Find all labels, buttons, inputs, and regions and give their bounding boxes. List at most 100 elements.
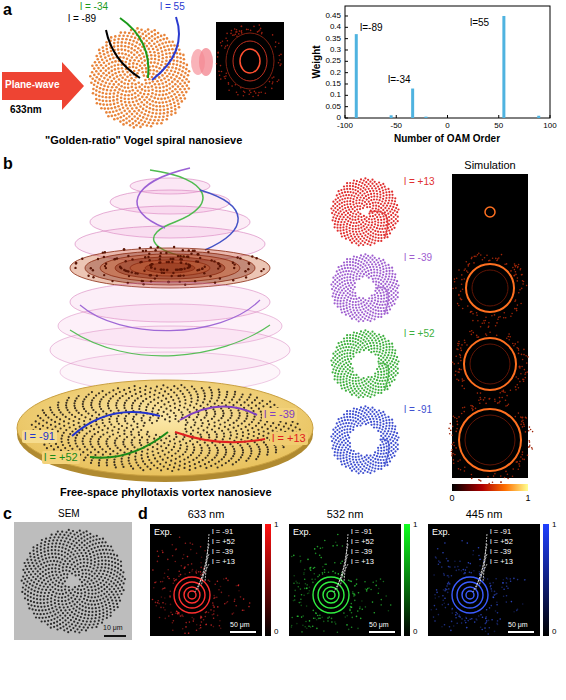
nanohole (141, 71, 144, 74)
nanohole (117, 400, 119, 402)
nanohole (120, 100, 123, 103)
nanohole (214, 403, 216, 405)
nanohole (161, 400, 163, 402)
nanohole (373, 195, 375, 197)
nanohole (166, 45, 169, 48)
nanohole (142, 33, 145, 36)
nanohole (170, 69, 173, 72)
nanohole (174, 88, 177, 91)
nanohole (383, 218, 385, 220)
nanohole (152, 108, 155, 111)
speckle (265, 87, 267, 89)
nanohole (241, 454, 243, 456)
nanohole (381, 200, 383, 202)
nanohole (267, 428, 269, 430)
nanohole (132, 418, 134, 420)
nanohole (133, 53, 136, 56)
nanohole (388, 216, 390, 218)
nanohole (151, 35, 154, 38)
nanohole (105, 92, 108, 95)
speckle (273, 76, 275, 78)
nanohole (129, 124, 132, 127)
nanohole (159, 39, 162, 42)
nanohole (174, 108, 177, 111)
speckle (225, 75, 227, 77)
nanohole (356, 205, 358, 207)
nanohole (141, 52, 144, 55)
nanohole (105, 100, 108, 103)
nanohole (366, 216, 368, 218)
ring-dot (179, 255, 181, 257)
ring-dot (177, 255, 179, 257)
nanohole (110, 410, 112, 412)
nanohole (153, 42, 156, 45)
nanohole (231, 412, 233, 414)
nanohole (89, 75, 92, 78)
ring-dot (159, 258, 161, 260)
nanohole (98, 392, 100, 394)
nanohole (270, 425, 272, 427)
nanohole (105, 394, 107, 396)
nanohole (229, 417, 231, 419)
nanohole (134, 83, 137, 86)
nanohole (185, 442, 187, 444)
nanohole (137, 47, 140, 50)
nanohole (160, 469, 162, 471)
nanohole (125, 415, 127, 417)
nanohole (112, 96, 115, 99)
nanohole (222, 410, 224, 412)
nanohole (82, 440, 84, 442)
nanohole (224, 446, 226, 448)
nanohole (109, 453, 111, 455)
nanohole (107, 86, 110, 89)
nanohole (140, 111, 143, 114)
ring-dot (103, 274, 105, 276)
nanohole (145, 385, 147, 387)
nanohole (211, 428, 213, 430)
nanohole (100, 436, 102, 438)
nanohole (129, 104, 132, 107)
nanohole (121, 90, 124, 93)
nanohole (347, 212, 349, 214)
nanohole (105, 69, 108, 72)
nanohole (357, 190, 359, 192)
nanohole (58, 423, 60, 425)
nanohole (102, 72, 105, 75)
ring-dot (213, 260, 215, 262)
nanohole (131, 118, 134, 121)
nanohole (73, 424, 75, 426)
nanohole (131, 113, 134, 116)
nanohole (150, 115, 153, 118)
nanohole (103, 85, 106, 88)
nanohole (202, 401, 204, 403)
nanohole (100, 107, 103, 110)
nanohole (144, 463, 146, 465)
nanohole (368, 201, 370, 203)
nanohole (357, 218, 359, 220)
nanohole (173, 438, 175, 440)
ring-dot (168, 261, 170, 263)
nanohole (231, 415, 233, 417)
nanohole (363, 187, 365, 189)
nanohole (104, 425, 106, 427)
nanohole (357, 194, 359, 196)
nanohole (76, 434, 78, 436)
nanohole (104, 56, 107, 59)
nanohole (162, 90, 165, 93)
speckle (231, 30, 233, 32)
nanohole (150, 401, 152, 403)
nanohole (349, 230, 351, 232)
nanohole (183, 76, 186, 79)
nanohole (90, 451, 92, 453)
nanohole (178, 409, 180, 411)
nanohole (114, 72, 117, 75)
nanohole (181, 85, 184, 88)
speckle (275, 41, 277, 43)
nanohole (236, 433, 238, 435)
nanohole (185, 91, 188, 94)
nanohole (363, 215, 365, 217)
ring-dot (149, 259, 151, 261)
nanohole (63, 432, 65, 434)
nanohole (175, 96, 178, 99)
nanohole (182, 54, 185, 57)
